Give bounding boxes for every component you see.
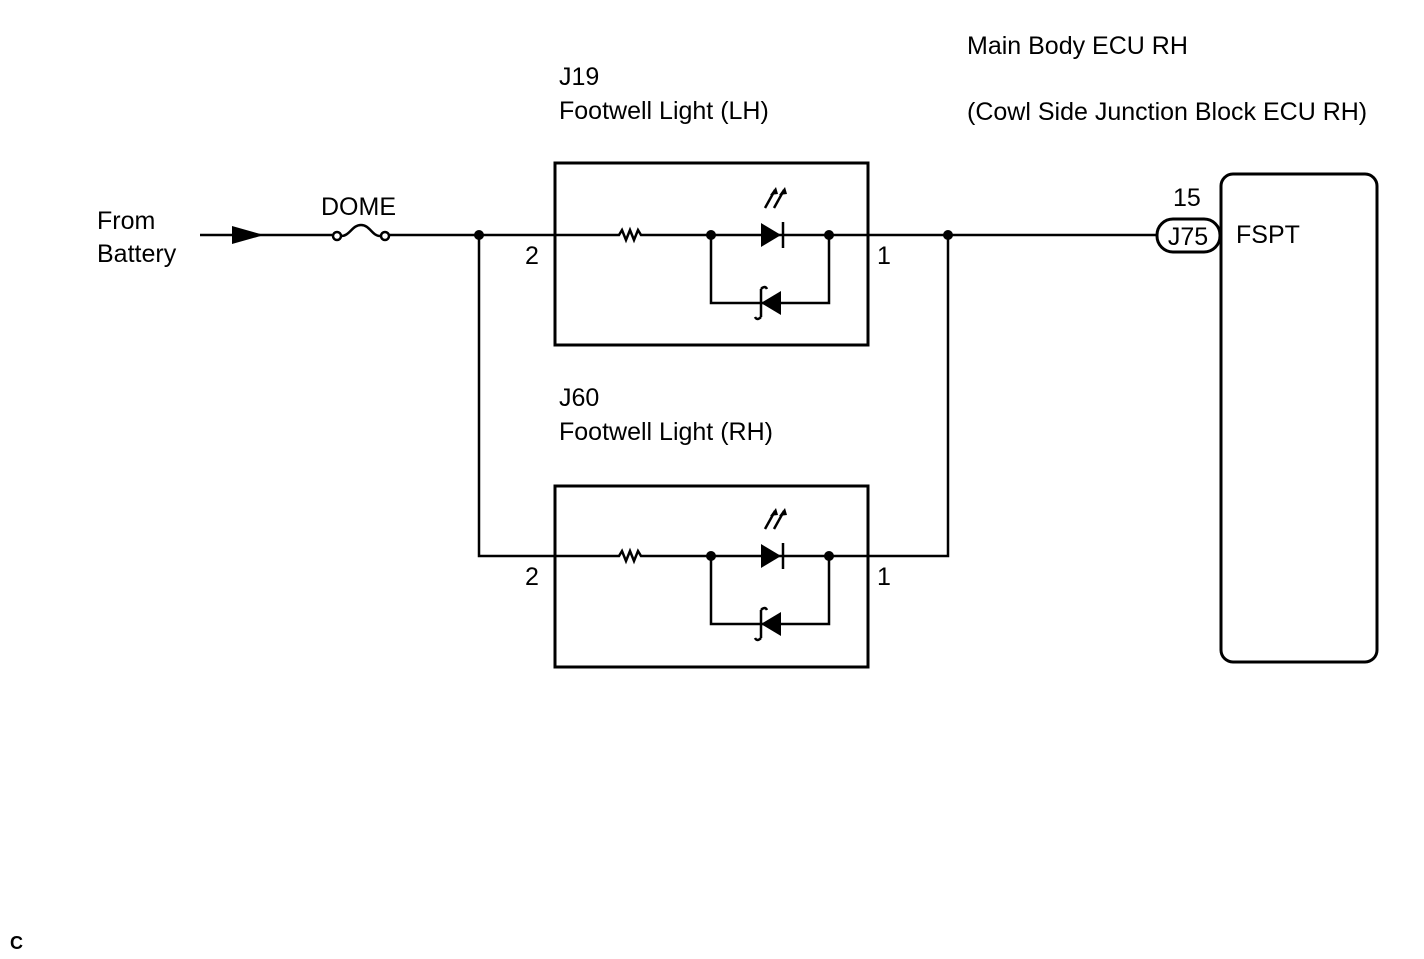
source-label-line1: From: [97, 207, 155, 235]
j60-name-label: Footwell Light (RH): [559, 418, 773, 446]
ecu-subname: (Cowl Side Junction Block ECU RH): [967, 98, 1367, 126]
j60-pin-in: 2: [525, 563, 539, 591]
j19-pin-in: 2: [525, 242, 539, 270]
ecu-connector-label: J75: [1168, 223, 1208, 251]
output-branch-wire: [829, 235, 950, 558]
j19-pin-out: 1: [877, 242, 891, 270]
fuse-symbol: [331, 223, 391, 242]
j60-pin-out: 1: [877, 563, 891, 591]
ecu-pin-number: 15: [1173, 184, 1201, 212]
supply-branch-wire: [477, 235, 555, 558]
corner-code: C: [10, 933, 23, 953]
ecu-box: [1219, 172, 1379, 664]
ecu-name: Main Body ECU RH: [967, 32, 1188, 60]
j19-light-box: [553, 161, 870, 347]
j60-led-circuit: [553, 506, 836, 642]
j19-led-circuit: [553, 185, 836, 321]
j60-connector-label: J60: [559, 384, 599, 412]
source-label-line2: Battery: [97, 240, 177, 268]
j19-connector-label: J19: [559, 63, 599, 91]
j60-light-box: [553, 484, 870, 669]
ecu-terminal-label: FSPT: [1236, 221, 1300, 249]
source-arrow-icon: [232, 226, 264, 244]
ecu-connector-badge: [1155, 217, 1222, 254]
j19-name-label: Footwell Light (LH): [559, 97, 769, 125]
fuse-label: DOME: [321, 193, 396, 221]
